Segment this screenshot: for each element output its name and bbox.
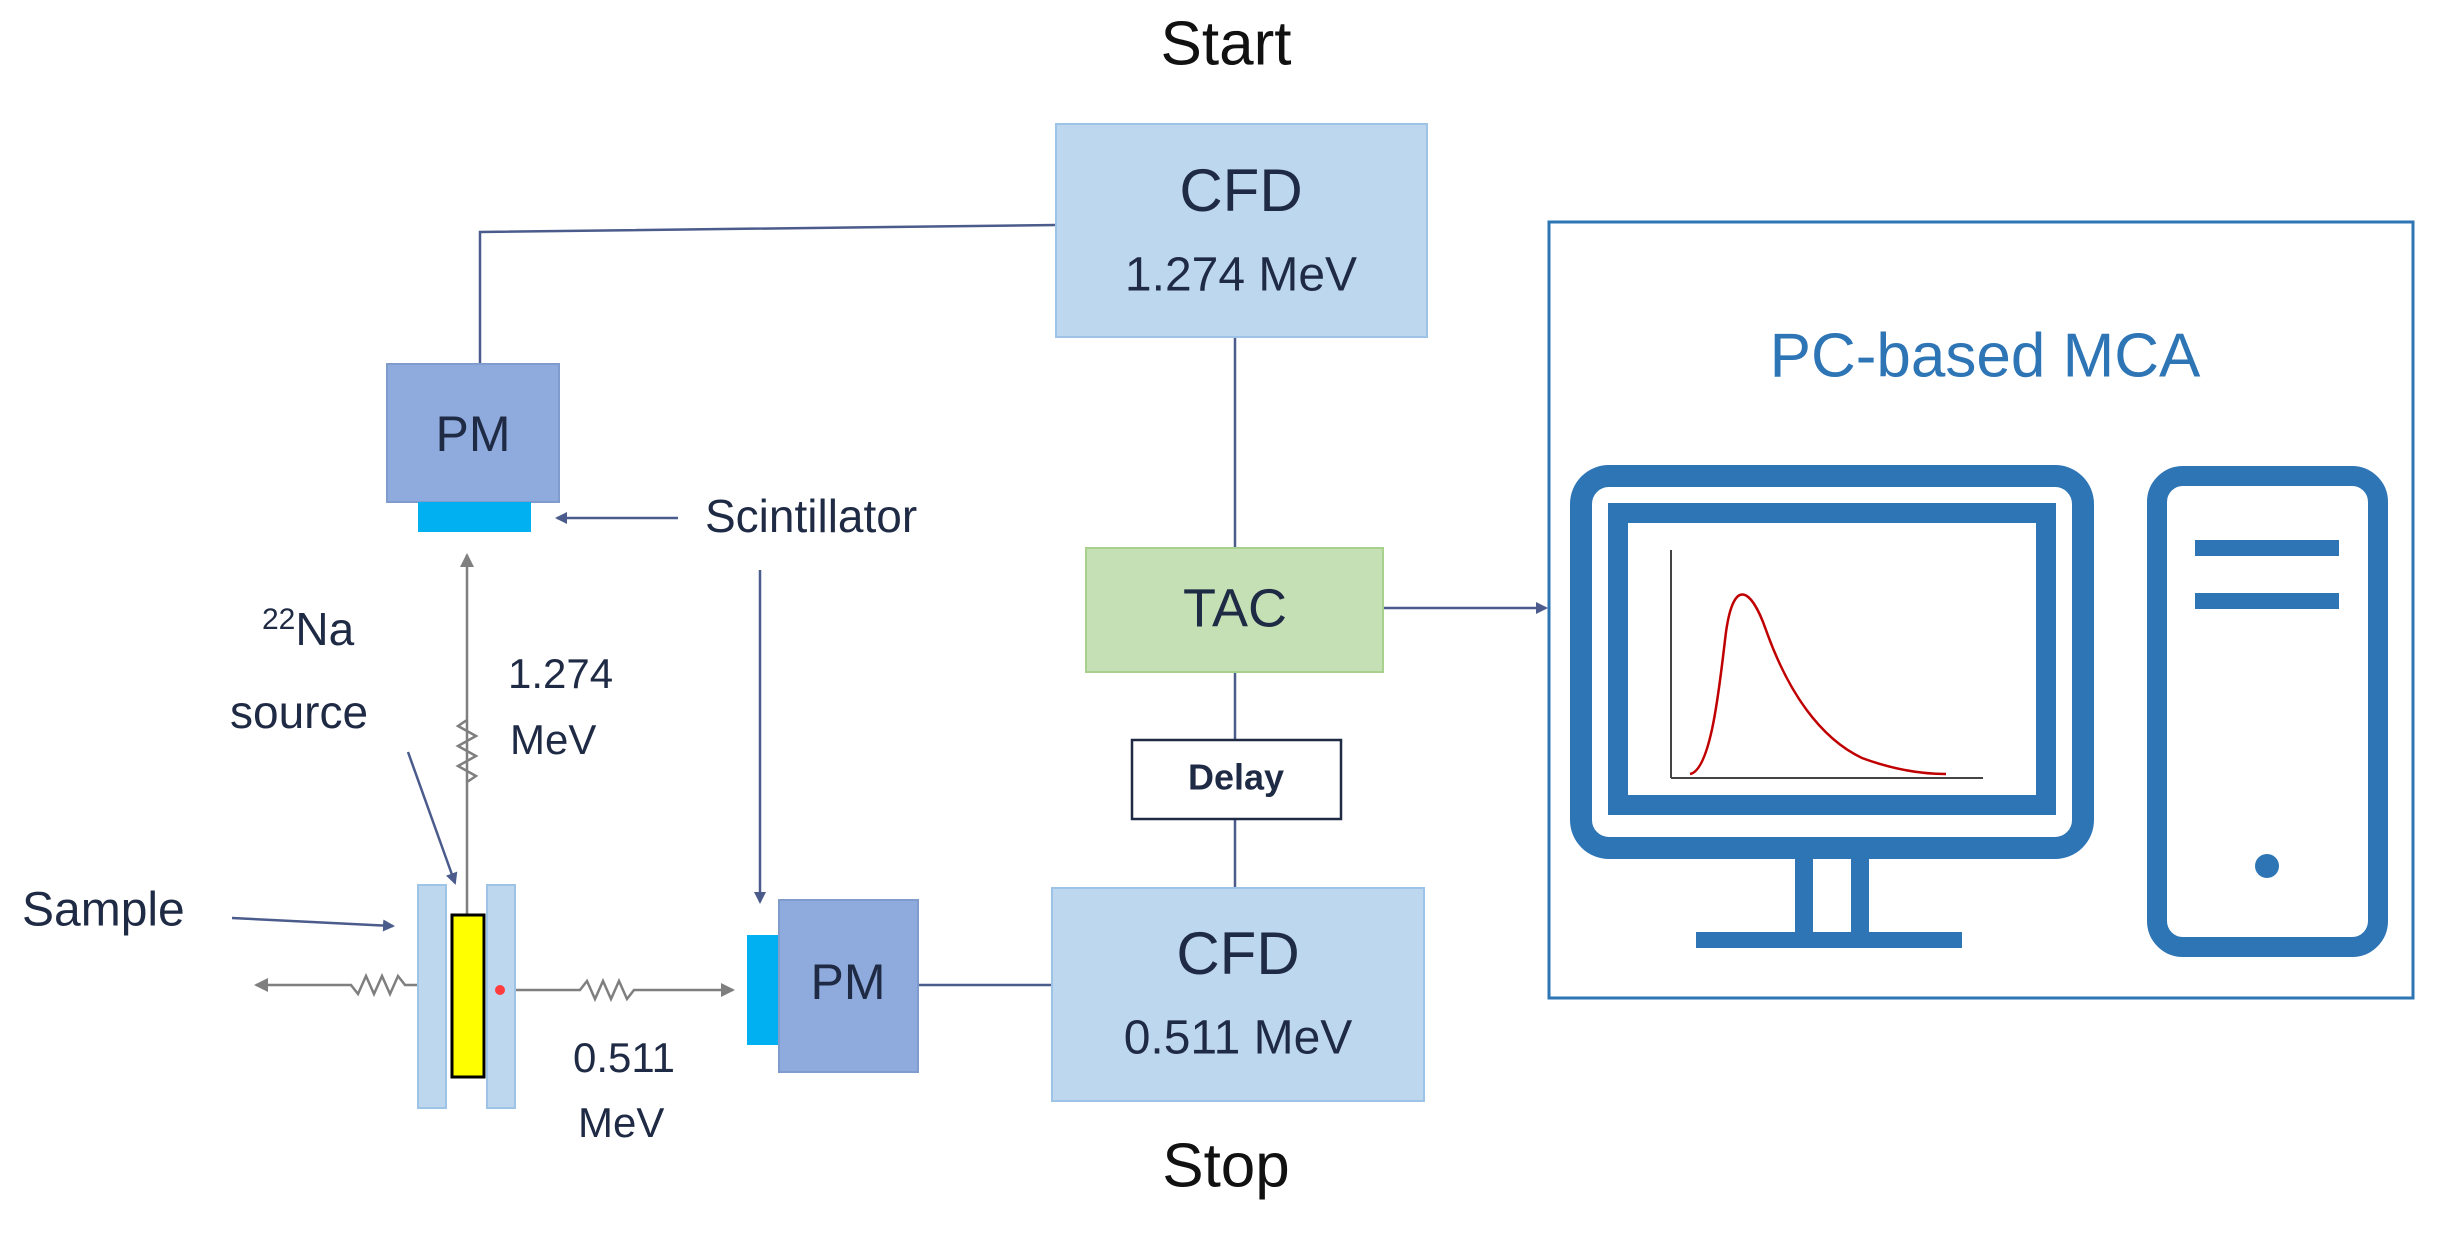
source-mass-number: 22 [262,603,295,636]
tac-module: TAC [1085,547,1384,673]
source-pointer-arrow [406,751,458,885]
source-point [495,985,505,995]
scintillator-bottom [747,935,779,1045]
source-label-line1: 22Na [262,603,355,655]
cfd-stop-energy: 0.511 MeV [1124,1012,1353,1065]
pm-top-assembly: PM [386,363,560,532]
scintillator-top [418,502,531,532]
mca-title: PC-based MCA [1770,321,2201,390]
delay-label: Delay [1188,757,1284,798]
gamma-ray-right-511 [505,977,735,1003]
na22-source [450,913,486,1079]
sample-label: Sample [22,884,185,937]
spectrum-curve [1689,593,1947,776]
scintillator-label: Scintillator [705,490,917,542]
gamma-ray-up-1274 [455,553,479,985]
gamma-511-line1: 0.511 [573,1034,675,1081]
delay-module: Delay [1130,738,1343,821]
cfd-stop-module: CFD 0.511 MeV [1051,887,1425,1102]
gamma-1274-line1: 1.274 [508,650,613,697]
tac-box [1085,547,1384,673]
sample-source-assembly [417,884,516,1109]
gamma-ray-left-511 [254,972,440,998]
source-element: Na [295,603,354,655]
cfd-start-title: CFD [1179,157,1302,224]
tac-label: TAC [1183,578,1287,638]
spectrum-plot [1670,550,1983,779]
gamma-rays [254,553,735,1003]
pm-bottom-box [778,899,919,1073]
delay-box [1130,738,1343,821]
pm-top-to-cfd-start-line [478,223,1057,364]
mca-panel: PC-based MCA [1547,220,2415,1000]
pm-bottom-assembly: PM [747,899,919,1073]
cfd-stop-box [1051,887,1425,1102]
monitor-icon [1570,465,2094,948]
sample-pointer-arrow [231,916,395,932]
start-label: Start [1161,9,1292,78]
cfd-start-energy: 1.274 MeV [1125,249,1357,302]
pm-top-box [386,363,560,503]
gamma-511-line2: MeV [578,1099,664,1146]
stop-label: Stop [1162,1131,1290,1200]
pm-bottom-label: PM [811,954,886,1010]
pm-top-label: PM [436,406,511,462]
sample-left-slab [417,884,447,1109]
computer-tower-icon [2147,466,2388,957]
cfd-start-module: CFD 1.274 MeV [1055,123,1428,338]
sample-right-slab [486,884,516,1109]
connector-lines [231,223,1548,987]
source-label-line2: source [230,686,368,738]
gamma-1274-line2: MeV [510,716,596,763]
cfd-start-box [1055,123,1428,338]
cfd-stop-title: CFD [1176,920,1299,987]
